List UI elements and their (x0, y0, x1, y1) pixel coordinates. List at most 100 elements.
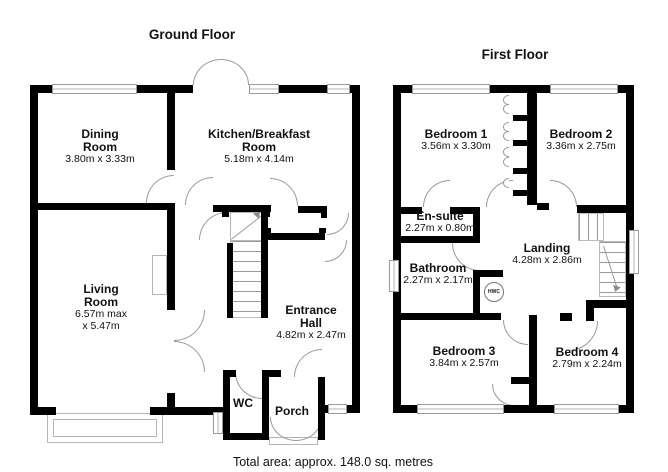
gf-window-wc (213, 412, 223, 434)
room-dims: 4.82m x 2.47m (276, 329, 346, 342)
ff-stairs-winder (578, 213, 604, 241)
ff-window-stairs (629, 230, 639, 274)
first-floor-title: First Floor (481, 47, 549, 62)
ff-window-bed3 (417, 404, 504, 414)
total-area-text: Total area: approx. 148.0 sq. metres (232, 455, 434, 469)
ff-wall-ensuite-bottom (401, 236, 480, 243)
gf-wall-bottom-stub (167, 393, 175, 407)
gf-wall-top-right (249, 85, 360, 93)
gf-wall-wc-bottom (223, 433, 268, 440)
gf-wall-living-hall-divider (167, 203, 175, 310)
gf-wall-kitchen-bottom-a (213, 205, 271, 212)
gf-fireplace (152, 255, 167, 295)
gf-wall-wc-top (223, 370, 236, 377)
gf-kitchen-door-right-arc (270, 178, 298, 206)
ff-wall-ensuite-right (473, 207, 480, 243)
ff-wall-bed4-top (586, 300, 634, 308)
ff-closet-bifold-icon (503, 131, 510, 141)
ff-wall-bed4-top-vert (586, 300, 594, 321)
gf-wall-hall-stub-2 (319, 228, 326, 233)
ff-bed3-closet-door-arc (492, 384, 514, 406)
ff-wall-ensuite-top-b (450, 207, 480, 214)
bedroom3-label: Bedroom 3 3.84m x 2.57m (389, 344, 539, 370)
ff-bathroom-door-arc (452, 243, 480, 271)
room-dims: 2.27m x 0.80m (405, 222, 475, 235)
gf-wall-porch-right (318, 377, 325, 440)
room-name: Kitchen/Breakfast (207, 127, 311, 141)
ff-window-bed4 (554, 404, 619, 414)
ff-wall-hwc-top (473, 270, 503, 277)
room-name: Room (84, 295, 118, 310)
gf-passage-door-arc (327, 213, 349, 235)
ff-wall-left (393, 85, 401, 413)
room-name: Bedroom 3 (432, 344, 496, 358)
ff-stairs-flight (599, 241, 626, 297)
ff-closet-bifold-icon (503, 157, 510, 167)
gf-wall-kitchen-stub-1 (222, 212, 229, 217)
ff-wall-ensuite-top-a (401, 207, 422, 214)
room-name: Dining (81, 127, 119, 141)
ff-closet-stub-3 (513, 168, 527, 174)
gf-french-door-right-arc (221, 59, 249, 85)
ff-wall-divider-stub (511, 377, 529, 384)
room-dims: 3.84m x 2.57m (429, 357, 499, 370)
gf-window-hall (328, 404, 347, 414)
ff-window-bed1 (412, 84, 490, 94)
gf-living-double-door-top-arc (174, 310, 205, 341)
gf-wall-hall-stub-1 (265, 228, 271, 233)
gf-wall-stairs-left (227, 243, 233, 318)
gf-wall-kitchen-bottom-b (298, 206, 327, 213)
ff-wall-bottom (393, 405, 634, 413)
room-name: En-suite (416, 209, 464, 223)
gf-wall-wc-left (223, 372, 230, 440)
ff-bed2-door-arc (550, 180, 577, 207)
ff-wall-hwc-left (473, 270, 480, 320)
gf-front-door-arc (294, 349, 322, 377)
ff-ensuite-door-arc (423, 180, 450, 207)
gf-wall-stairs-right (261, 208, 268, 318)
ff-wall-top (393, 85, 634, 93)
gf-window-kitchen-2 (327, 84, 350, 94)
gf-wall-bottom-mid (150, 407, 223, 415)
hwc-cylinder: HWC (484, 282, 504, 302)
gf-stairs (230, 240, 263, 318)
ff-wall-bed2-bottom-b (577, 205, 634, 213)
ff-closet-bifold-icon (503, 178, 510, 188)
gf-wall-left (30, 85, 38, 415)
ground-floor-title: Ground Floor (148, 27, 236, 42)
ff-closet-stub-2 (513, 140, 527, 146)
ff-closet-stub-1 (513, 115, 527, 121)
room-name: Hall (299, 316, 322, 331)
gf-understairs (230, 212, 263, 241)
gf-living-double-door-bottom-arc (174, 341, 205, 372)
ff-wall-bed2-bottom-a (537, 203, 549, 210)
ff-closet-stub-4 (513, 190, 527, 196)
room-dims: 5.18m x 4.14m (224, 153, 294, 166)
room-name: Room (242, 140, 276, 155)
ff-bed4-door-arc (568, 321, 598, 351)
gf-french-door-left-arc (193, 59, 221, 85)
gf-wall-hall-top (265, 233, 325, 240)
ff-closet-bifold-icon (503, 147, 510, 157)
gf-wall-right (352, 85, 360, 413)
ff-window-bed2 (550, 84, 618, 94)
ff-wall-bed4-entry-stub (560, 313, 572, 321)
ff-wall-bed3-bed4-divider (529, 315, 537, 407)
gf-window-dining (52, 84, 137, 94)
ff-bed3-door-arc (503, 320, 528, 345)
ff-wall-closet (527, 93, 537, 205)
ensuite-label: En-suite 2.27m x 0.80m (365, 209, 515, 235)
gf-wall-kitchen-stub-3 (321, 213, 327, 218)
ff-closet-bifold-icon (503, 104, 510, 114)
gf-wall-dining-living (38, 203, 175, 210)
gf-bay-window-inner (53, 419, 157, 437)
gf-wall-dining-kitchen-divider (167, 93, 175, 170)
gf-window-kitchen-1 (249, 84, 279, 94)
gf-kitchen-door-left-arc (185, 177, 213, 205)
gf-wall-bottom-left (30, 407, 56, 415)
room-dims: 6.57m max (75, 308, 127, 321)
ff-wall-bathroom-bottom (401, 313, 501, 320)
room-name: Room (83, 140, 117, 155)
room-dims: 3.80m x 3.33m (65, 153, 135, 166)
